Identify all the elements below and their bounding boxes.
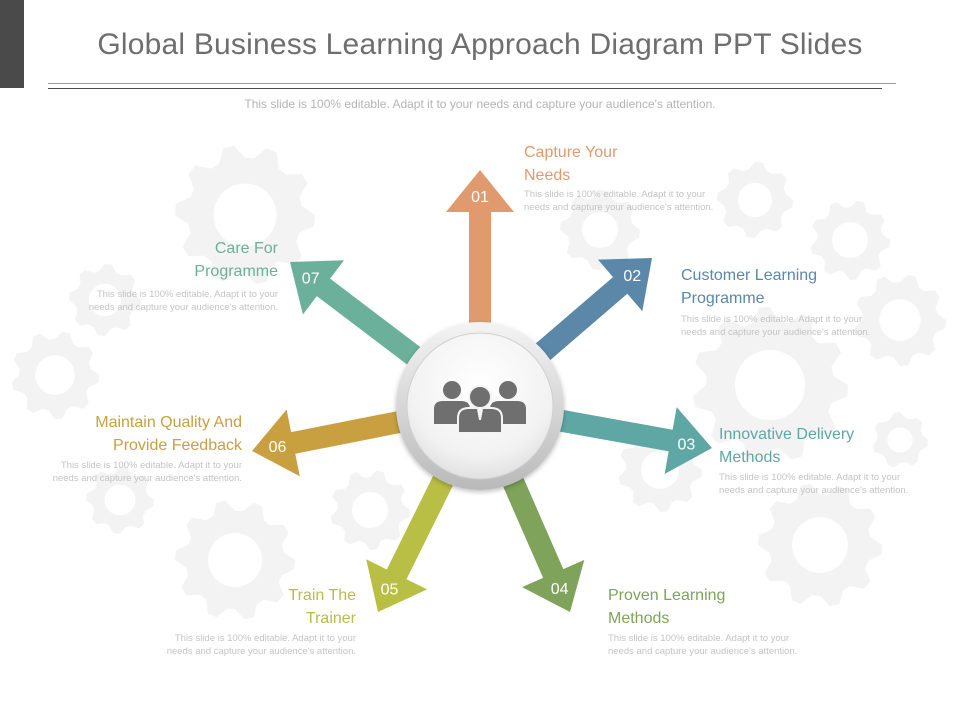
background-gear-hole — [104, 484, 136, 516]
item-06-description: This slide is 100% editable. Adapt it to… — [52, 460, 242, 484]
background-gear-hole — [832, 222, 868, 258]
arrow-number-04: 04 — [551, 581, 569, 598]
arrow-03 — [541, 406, 712, 474]
item-04-description: This slide is 100% editable. Adapt it to… — [608, 633, 798, 657]
background-gear-hole — [887, 427, 913, 453]
center-hub — [396, 322, 564, 490]
background-gear-hole — [213, 183, 277, 247]
background-gear-hole — [35, 355, 75, 395]
left-accent-bar — [0, 0, 24, 88]
arrow-number-03: 03 — [678, 436, 696, 453]
background-gear-hole — [352, 492, 388, 528]
arrow-02 — [521, 258, 652, 373]
arrow-04 — [495, 460, 585, 612]
arrow-number-06: 06 — [269, 439, 287, 456]
background-gear-hole — [737, 182, 773, 218]
arrow-number-05: 05 — [381, 582, 399, 599]
arrow-number-02: 02 — [623, 268, 641, 285]
arrow-01 — [446, 170, 514, 342]
arrow-number-07: 07 — [302, 271, 320, 288]
page-subtitle: This slide is 100% editable. Adapt it to… — [244, 97, 716, 111]
arrow-07 — [290, 260, 436, 377]
arrow-06 — [252, 407, 420, 477]
background-gear-hole — [734, 349, 806, 421]
background-gear-hole — [88, 283, 122, 317]
arrow-number-01: 01 — [471, 189, 489, 206]
page-title: Global Business Learning Approach Diagra… — [97, 28, 863, 61]
item-01-description: This slide is 100% editable. Adapt it to… — [524, 189, 714, 213]
item-02-description: This slide is 100% editable. Adapt it to… — [681, 314, 871, 338]
title-divider-bottom — [48, 88, 882, 89]
people-group-icon — [434, 381, 526, 434]
item-03-description: This slide is 100% editable. Adapt it to… — [719, 472, 909, 496]
background-gear-hole — [582, 212, 618, 248]
background-gear-hole — [208, 533, 262, 587]
item-07-description: This slide is 100% editable. Adapt it to… — [88, 289, 278, 313]
background-gear-hole — [792, 517, 848, 573]
background-gear-hole — [879, 299, 921, 341]
title-divider-top — [48, 83, 896, 84]
arrow-05 — [366, 458, 462, 612]
item-05-description: This slide is 100% editable. Adapt it to… — [166, 633, 356, 657]
